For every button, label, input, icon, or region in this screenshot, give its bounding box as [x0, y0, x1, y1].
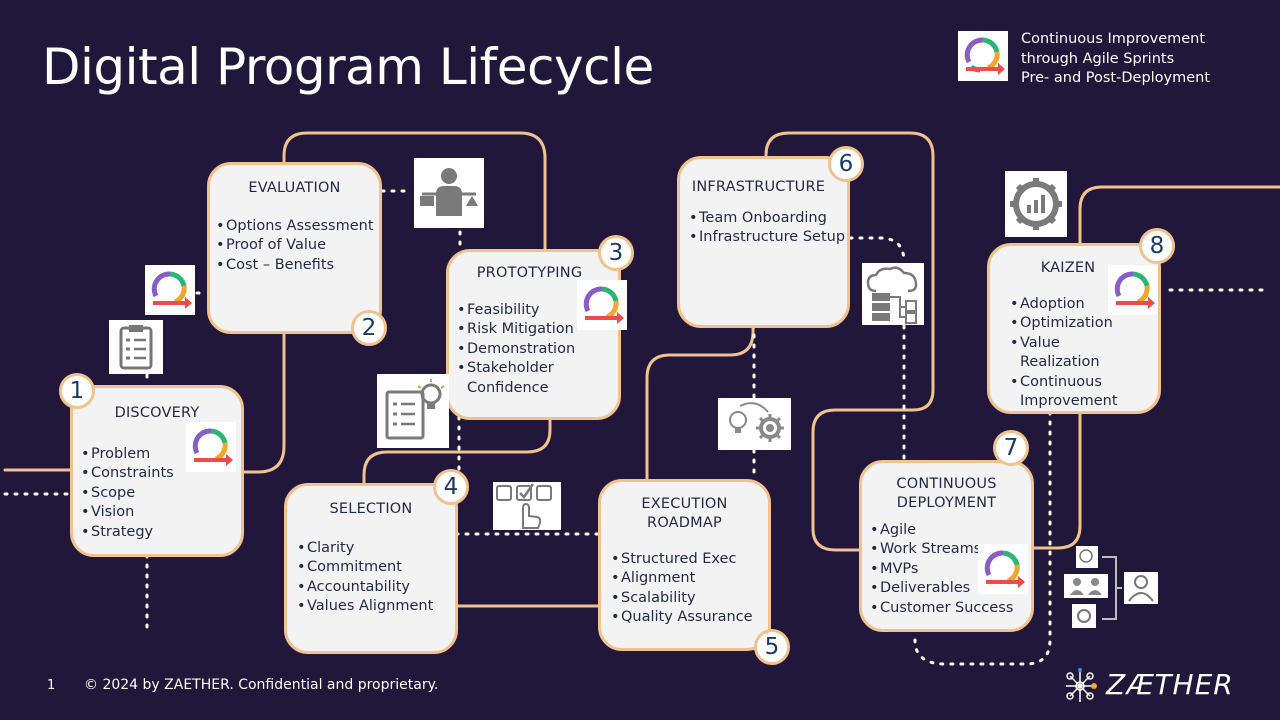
list-item: Constraints: [81, 464, 174, 484]
stage-kaizen-card: KAIZEN Adoption Optimization Value Reali…: [987, 243, 1161, 414]
stage-title: PROTOTYPING: [476, 265, 583, 281]
stage-title: INFRASTRUCTURE: [691, 179, 826, 195]
list-item: Quality Assurance: [611, 608, 753, 628]
agile-cycle-icon: [186, 422, 236, 472]
agile-cycle-icon: [978, 544, 1028, 594]
list-item: Feasibility: [457, 301, 575, 321]
list-item: Accountability: [297, 578, 433, 598]
list-item: Realization: [1020, 354, 1100, 371]
stage-number-badge: 5: [754, 629, 790, 665]
stage-title: DISCOVERY: [114, 405, 200, 421]
list-item: Options Assessment: [216, 217, 374, 237]
stage-items: Adoption Optimization Value Realization …: [1010, 295, 1118, 411]
list-item: Cost – Benefits: [216, 256, 374, 276]
list-item: Team Onboarding: [689, 209, 845, 229]
stage-title: KAIZEN: [1040, 260, 1096, 276]
list-item: Value: [1010, 334, 1118, 354]
stage-number-badge: 8: [1139, 228, 1175, 264]
stage-items: Feasibility Risk Mitigation Demonstratio…: [457, 301, 575, 398]
page-number: 1: [47, 678, 56, 693]
stage-items: Clarity Commitment Accountability Values…: [297, 539, 433, 617]
list-item: Scalability: [611, 589, 753, 609]
legend-text: Continuous Improvement through Agile Spr…: [1021, 30, 1210, 89]
legend-line: Continuous Improvement: [1021, 31, 1206, 47]
list-item: Clarity: [297, 539, 433, 559]
decision-balance-person-icon: [414, 158, 484, 228]
stage-items: Problem Constraints Scope Vision Strateg…: [81, 445, 174, 542]
stage-number-badge: 1: [59, 373, 95, 409]
brand-logo: ZÆTHER: [1062, 664, 1242, 708]
team-org-icon: [1062, 545, 1160, 631]
stage-title-line: CONTINUOUS: [896, 476, 997, 492]
list-item: Adoption: [1010, 295, 1118, 315]
stage-number-badge: 6: [828, 146, 864, 182]
page-title: Digital Program Lifecycle: [42, 38, 654, 96]
stage-items: Options Assessment Proof of Value Cost –…: [216, 217, 374, 276]
copyright-text: © 2024 by ZAETHER. Confidential and prop…: [84, 677, 439, 693]
list-item: Strategy: [81, 523, 174, 543]
stage-items: Team Onboarding Infrastructure Setup: [689, 209, 845, 248]
list-item: Structured Exec: [611, 550, 753, 570]
stage-discovery-card: DISCOVERY Problem Constraints Scope Visi…: [70, 385, 244, 557]
brand-name: ZÆTHER: [1106, 668, 1234, 701]
list-item: Proof of Value: [216, 236, 374, 256]
agile-cycle-icon: [958, 31, 1008, 81]
list-item: Agile: [870, 521, 1013, 541]
stage-title: SELECTION: [329, 501, 413, 517]
idea-checklist-icon: [377, 374, 449, 448]
stage-evaluation-card: EVALUATION Options Assessment Proof of V…: [207, 162, 382, 334]
selection-hand-icon: [493, 482, 561, 530]
stage-number-badge: 2: [351, 310, 387, 346]
list-item: Vision: [81, 503, 174, 523]
checklist-clipboard-icon: [109, 320, 163, 374]
list-item: Commitment: [297, 558, 433, 578]
list-item: Values Alignment: [297, 597, 433, 617]
list-item: Problem: [81, 445, 174, 465]
stage-title-line: DEPLOYMENT: [896, 495, 997, 511]
stage-number-badge: 4: [433, 469, 469, 505]
list-item: Optimization: [1010, 314, 1118, 334]
agile-cycle-icon: [1108, 265, 1158, 315]
list-item: Customer Success: [870, 599, 1013, 619]
legend-line: through Agile Sprints: [1021, 50, 1175, 67]
stage-prototyping-card: PROTOTYPING Feasibility Risk Mitigation …: [446, 249, 621, 420]
list-item: Infrastructure Setup: [689, 228, 845, 248]
stage-number-badge: 3: [598, 235, 634, 271]
stage-title: EVALUATION: [248, 180, 341, 196]
list-item: Deliverables: [870, 579, 1013, 599]
agile-cycle-icon: [577, 280, 627, 330]
stage-infrastructure-card: INFRASTRUCTURE Team Onboarding Infrastru…: [677, 156, 850, 328]
analytics-gear-icon: [1005, 171, 1067, 237]
molecule-logo-icon: [1066, 668, 1097, 702]
stage-items: Structured Exec Alignment Scalability Qu…: [611, 550, 753, 628]
list-item: Improvement: [1020, 393, 1118, 410]
stage-execution-roadmap-card: EXECUTION ROADMAP Structured Exec Alignm…: [598, 479, 771, 651]
legend-line: Pre- and Post-Deployment: [1021, 70, 1211, 86]
list-item: Confidence: [467, 379, 549, 396]
idea-gear-icon: [718, 398, 791, 450]
stage-items: Agile Work Streams MVPs Deliverables Cus…: [870, 521, 1013, 618]
list-item: Risk Mitigation: [457, 320, 575, 340]
stage-selection-card: SELECTION Clarity Commitment Accountabil…: [284, 483, 458, 654]
list-item: Alignment: [611, 569, 753, 589]
list-item: Stakeholder: [457, 359, 575, 379]
cloud-server-icon: [862, 263, 924, 325]
stage-number-badge: 7: [993, 430, 1029, 466]
stage-title-line: ROADMAP: [647, 515, 722, 531]
list-item: Scope: [81, 484, 174, 504]
list-item: MVPs: [870, 560, 1013, 580]
stage-title-line: EXECUTION: [641, 496, 728, 512]
list-item: Work Streams: [870, 540, 1013, 560]
list-item: Continuous: [1010, 373, 1118, 393]
agile-cycle-icon: [145, 265, 195, 315]
list-item: Demonstration: [457, 340, 575, 360]
